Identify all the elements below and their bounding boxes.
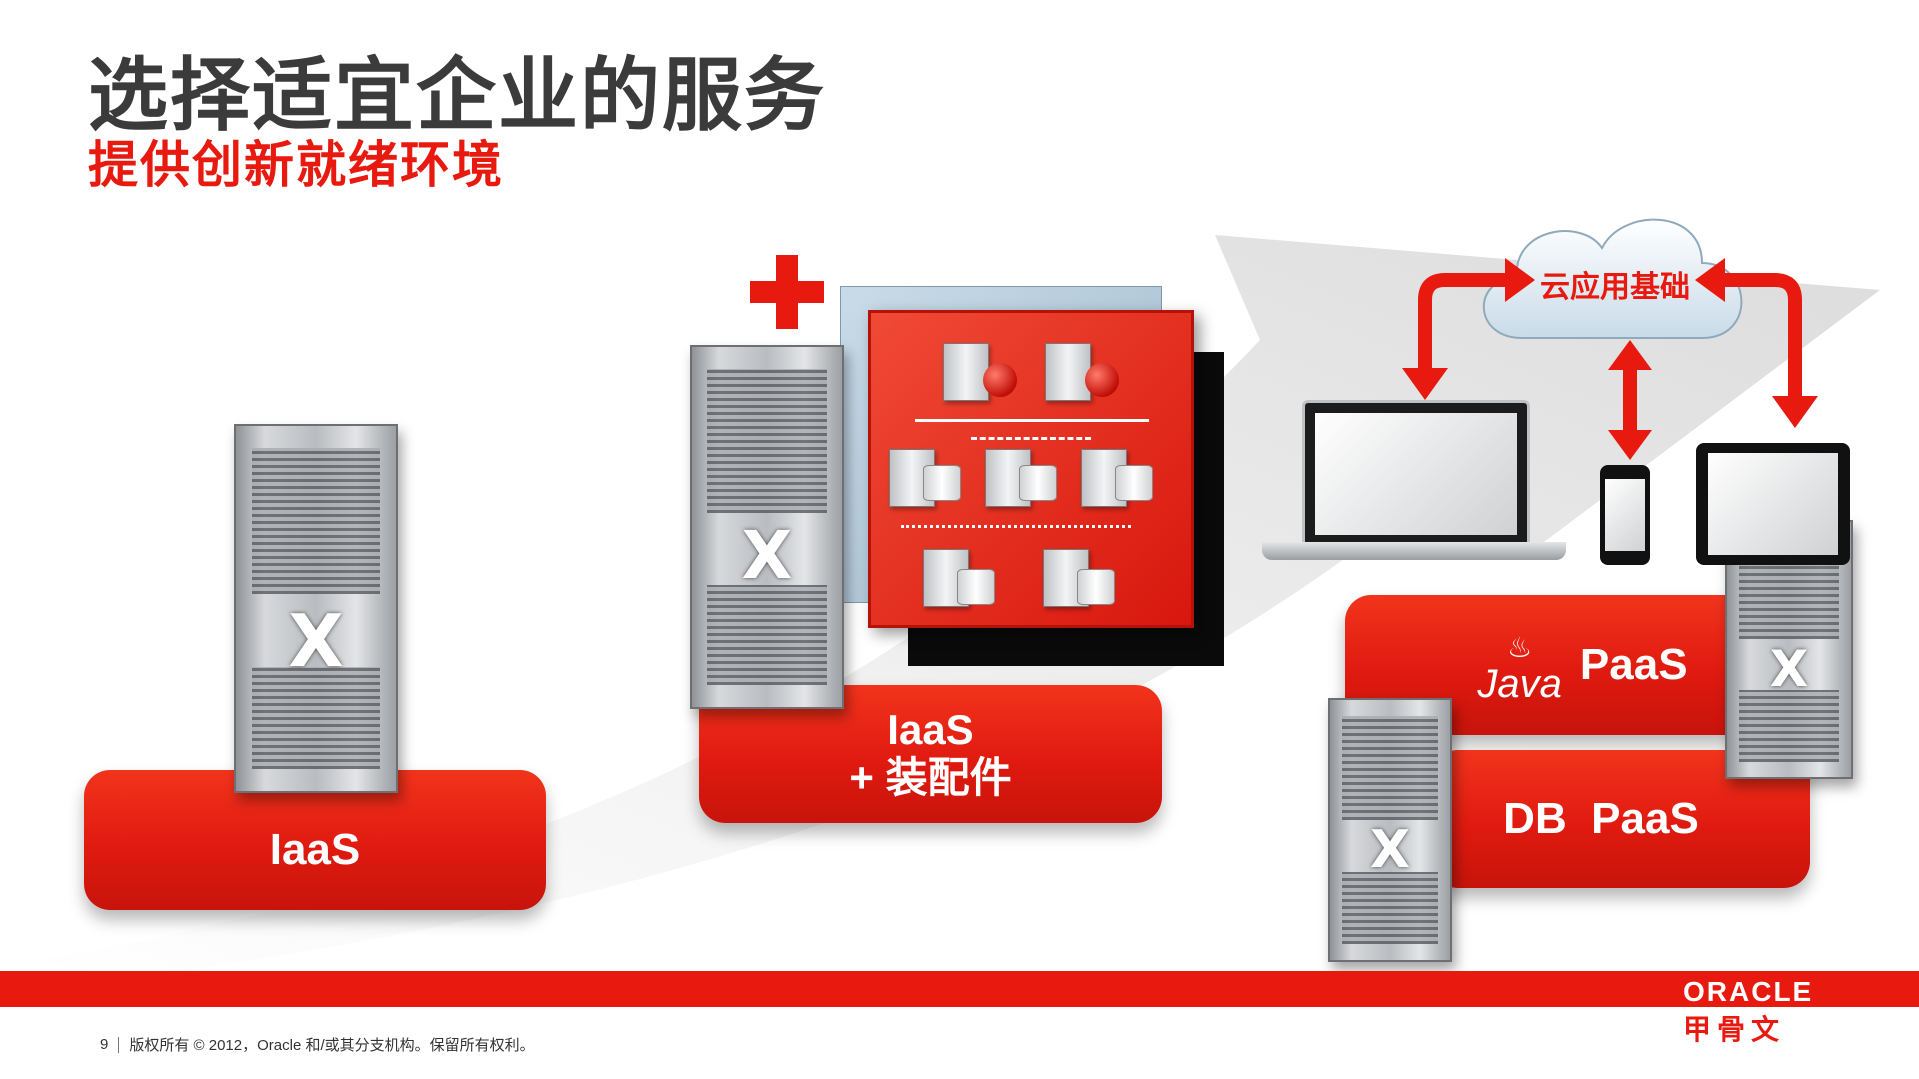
java-paas-label: PaaS	[1579, 640, 1688, 689]
java-word: Java	[1477, 661, 1562, 706]
copyright-text: 版权所有 © 2012，Oracle 和/或其分支机构。保留所有权利。	[129, 1037, 535, 1054]
footer-bar	[0, 971, 1919, 1007]
db-paas-label: DB PaaS	[1503, 794, 1699, 843]
plus-icon	[750, 255, 824, 329]
slide-subtitle: 提供创新就绪环境	[88, 137, 504, 193]
tablet-icon	[1696, 443, 1850, 565]
cloud-icon	[1482, 218, 1743, 339]
smartphone-icon	[1600, 465, 1650, 565]
laptop-icon	[1262, 400, 1566, 565]
slide-title: 选择适宜企业的服务	[88, 51, 826, 140]
footer-divider	[118, 1036, 120, 1053]
iaas-plus-line2: + 装配件	[849, 754, 1012, 801]
oracle-logo: ORACLE	[1683, 976, 1814, 1007]
footer-copyright: 9 版权所有 © 2012，Oracle 和/或其分支机构。保留所有权利。	[100, 1034, 535, 1055]
iaas-plus-line1: IaaS	[887, 706, 974, 753]
cloud-label: 云应用基础	[1540, 271, 1690, 304]
exalogic-server-image-2: X	[690, 345, 844, 709]
iaas-label: IaaS	[269, 825, 361, 874]
oracle-cn-logo: 甲骨文	[1683, 1014, 1786, 1045]
page-number: 9	[100, 1036, 109, 1053]
iaas-box: IaaS	[84, 770, 546, 910]
exalogic-server-image: X	[234, 424, 398, 793]
assembly-front-panel	[868, 310, 1194, 628]
java-logo-icon: ♨ Java	[1477, 631, 1562, 706]
exadata-server-image: X	[1328, 698, 1452, 962]
